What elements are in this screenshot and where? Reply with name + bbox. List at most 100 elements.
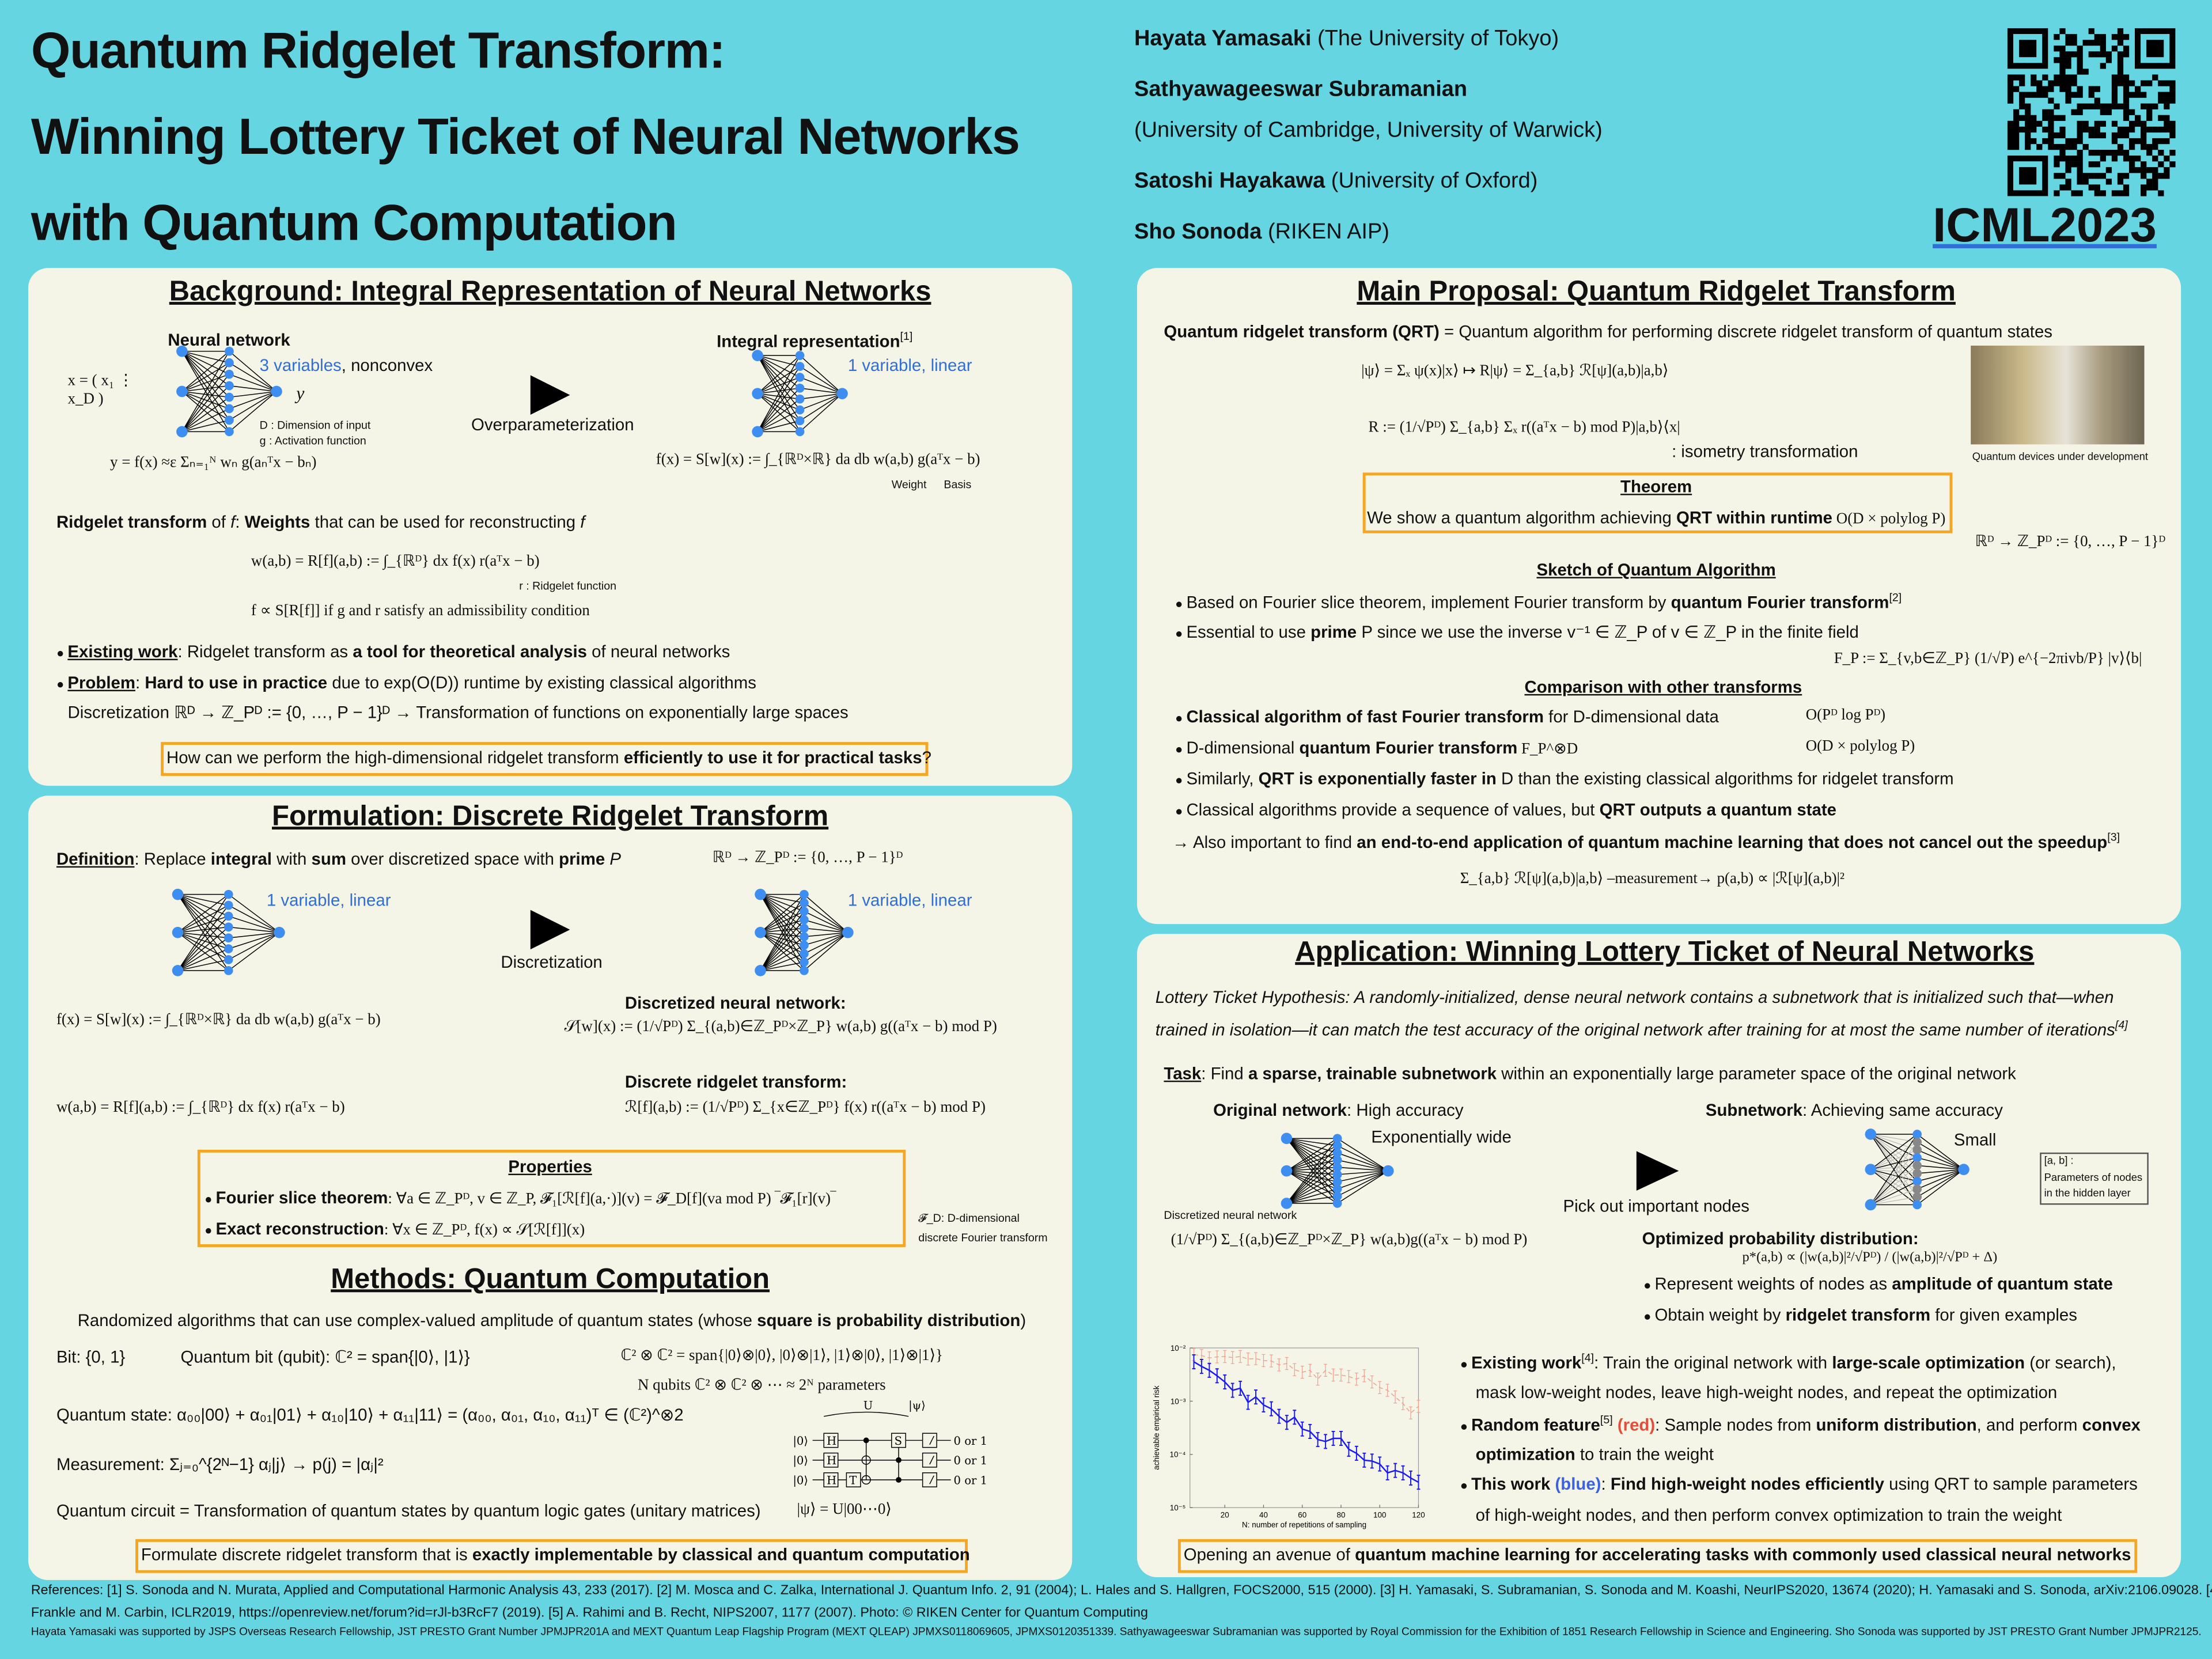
qr-module <box>2117 173 2124 179</box>
text-segment: Find high-weight nodes efficiently <box>1610 1474 1884 1494</box>
qr-module <box>2077 150 2083 156</box>
edge <box>177 932 229 971</box>
qr-module <box>2088 161 2094 168</box>
qr-module <box>2152 179 2158 185</box>
edge <box>177 959 229 971</box>
qr-module <box>2152 126 2158 133</box>
discrete-network-diagram <box>755 888 854 976</box>
qr-module <box>2100 51 2106 58</box>
edge <box>1286 1152 1338 1204</box>
text-segment: (RIKEN AIP) <box>1262 220 1389 244</box>
text-segment: Obtain weight by <box>1654 1305 1786 1325</box>
error-bar <box>1331 1368 1335 1382</box>
edge <box>229 391 277 432</box>
edge <box>1870 1149 1918 1205</box>
text-segment: Exact reconstruction <box>215 1218 384 1239</box>
qr-module <box>2071 138 2077 145</box>
edge <box>757 355 801 389</box>
edge <box>757 355 801 432</box>
node <box>1912 1176 1922 1186</box>
qr-module <box>2036 80 2043 86</box>
qr-module <box>2123 80 2130 86</box>
qr-module <box>2164 173 2170 179</box>
qr-module <box>2065 156 2071 162</box>
qr-module <box>2111 80 2118 86</box>
edge <box>229 351 277 392</box>
ket-zero: |0⟩ <box>793 1434 808 1448</box>
qr-module <box>2054 115 2060 121</box>
qr-module <box>2019 115 2025 121</box>
qr-module <box>2169 132 2176 139</box>
qr-module <box>2111 132 2118 139</box>
edge <box>181 391 230 398</box>
qr-module <box>2111 46 2118 52</box>
node <box>224 889 233 899</box>
error-bar <box>1238 1350 1243 1363</box>
methods-intro: Randomized algorithms that can use compl… <box>78 1310 1026 1331</box>
qr-module <box>2100 109 2106 115</box>
node <box>1912 1184 1922 1194</box>
qr-module <box>2042 92 2048 98</box>
edge <box>760 927 805 933</box>
qr-code-icon[interactable] <box>2007 28 2176 196</box>
qubit-label: Quantum bit (qubit): ℂ² = span{|0⟩, |1⟩} <box>180 1347 470 1368</box>
edge <box>760 894 805 937</box>
edge <box>757 366 800 394</box>
text-segment: , nonconvex <box>341 355 433 376</box>
text-segment: Hard to use in practice <box>145 673 328 693</box>
qr-module <box>2158 190 2164 196</box>
qr-module <box>2082 143 2089 150</box>
n-qubits: N qubits ℂ² ⊗ ℂ² ⊗ ⋯ ≈ 2ᴺ parameters <box>637 1377 886 1394</box>
qr-module <box>2013 109 2020 115</box>
edge <box>181 351 230 375</box>
edge <box>228 932 280 971</box>
qr-module <box>2077 179 2083 185</box>
node <box>1281 1132 1293 1145</box>
dimension-note: D : Dimension of input <box>259 419 371 432</box>
qr-module <box>2146 167 2153 173</box>
qft-formula: F_P := Σ_{v,b∈ℤ_P} (1/√P) e^{−2πivb/P} |… <box>1834 650 2142 668</box>
node <box>224 922 233 932</box>
edge <box>229 391 277 398</box>
qr-module <box>2065 57 2071 63</box>
text-segment: Problem <box>67 673 135 693</box>
qr-module <box>2048 86 2054 92</box>
meter-icon <box>922 1472 937 1487</box>
qr-module <box>2169 126 2176 133</box>
edge <box>760 919 805 971</box>
text-segment: How can we perform the high-dimensional … <box>166 747 624 768</box>
qr-module <box>2071 51 2077 58</box>
qr-module <box>2019 103 2025 109</box>
text-segment: ? <box>922 747 931 768</box>
error-bar <box>1401 1397 1405 1410</box>
series-line <box>1194 1354 1419 1414</box>
h-gate <box>823 1433 839 1448</box>
text-segment: due to exp(O(D)) runtime by existing cla… <box>327 673 756 693</box>
qr-module <box>2007 97 2014 104</box>
edge <box>181 391 230 432</box>
qr-module <box>2146 143 2153 150</box>
text-segment: that can be used for reconstructing <box>310 512 581 532</box>
param-note-2: Parameters of nodes <box>2044 1171 2143 1184</box>
qr-module <box>2141 173 2147 179</box>
photo-caption: Quantum devices under development <box>1972 450 2149 463</box>
qr-module <box>2025 132 2031 139</box>
node <box>1865 1164 1877 1176</box>
text-segment: Classical algorithms provide a sequence … <box>1186 800 1600 820</box>
pick-label: Pick out important nodes <box>1563 1196 1749 1217</box>
end-to-end: → Also important to find an end-to-end a… <box>1172 831 2120 853</box>
qr-module <box>2169 92 2176 98</box>
comparison-fft: Classical algorithm of fast Fourier tran… <box>1175 707 1718 727</box>
edge <box>1870 1180 1918 1206</box>
poster-title-line-2: Winning Lottery Ticket of Neural Network… <box>31 107 1020 165</box>
qr-module <box>2094 40 2100 46</box>
qr-module <box>2158 150 2164 156</box>
bit-label: Bit: {0, 1} <box>56 1347 126 1368</box>
qr-module <box>2111 156 2118 162</box>
integral-network-diagram <box>752 350 848 438</box>
properties-title: Properties <box>508 1157 592 1177</box>
qr-module <box>2117 179 2124 185</box>
edge <box>177 893 229 906</box>
qr-module <box>2088 86 2094 92</box>
edge <box>229 391 277 421</box>
